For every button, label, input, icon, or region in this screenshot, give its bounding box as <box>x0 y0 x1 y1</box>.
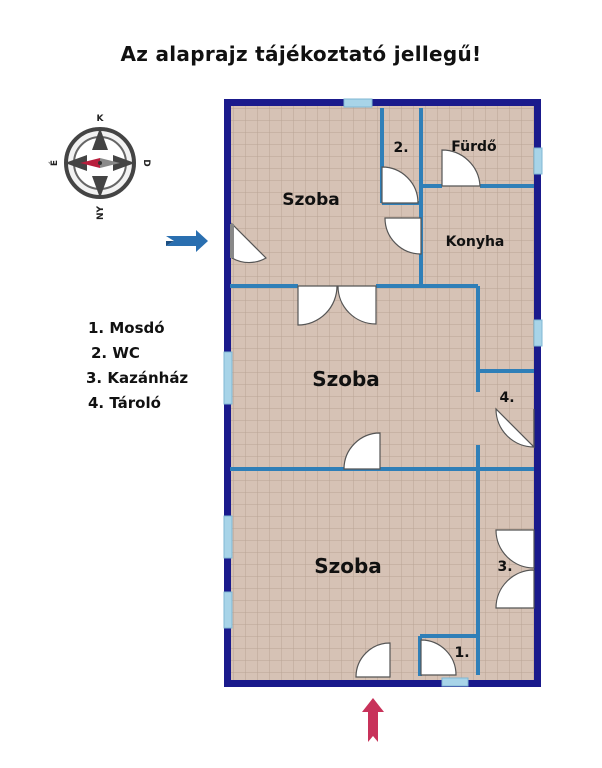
legend-item: 4. Tároló <box>88 394 161 412</box>
room-label-szoba-bottom: Szoba <box>314 554 382 578</box>
legend-item: 2. WC <box>91 344 140 362</box>
page-title: Az alaprajz tájékoztató jellegű! <box>120 42 482 66</box>
compass-north: K <box>97 114 105 124</box>
entry-arrow-icon <box>166 230 208 252</box>
room-label-mosdo: 1. <box>454 645 469 661</box>
doors <box>230 149 535 678</box>
room-label-tarolo: 4. <box>499 390 514 406</box>
compass-icon: K D NY É <box>48 114 151 220</box>
room-label-szoba-top: Szoba <box>282 190 339 210</box>
windows <box>223 98 543 687</box>
room-legend: 1. Mosdó 2. WC 3. Kazánház 4. Tároló <box>86 316 189 416</box>
room-label-konyha: Konyha <box>446 234 505 250</box>
room-label-wc: 2. <box>393 140 408 156</box>
compass-south: NY <box>96 205 106 220</box>
room-label-kazanhaz: 3. <box>497 559 512 575</box>
room-label-furdo: Fürdő <box>451 139 497 155</box>
room-label-szoba-mid: Szoba <box>312 367 380 391</box>
compass-east: D <box>141 159 151 166</box>
compass-west: É <box>48 160 60 166</box>
bottom-arrow-icon <box>362 698 384 742</box>
legend-item: 3. Kazánház <box>86 369 189 387</box>
legend-item: 1. Mosdó <box>88 319 165 337</box>
